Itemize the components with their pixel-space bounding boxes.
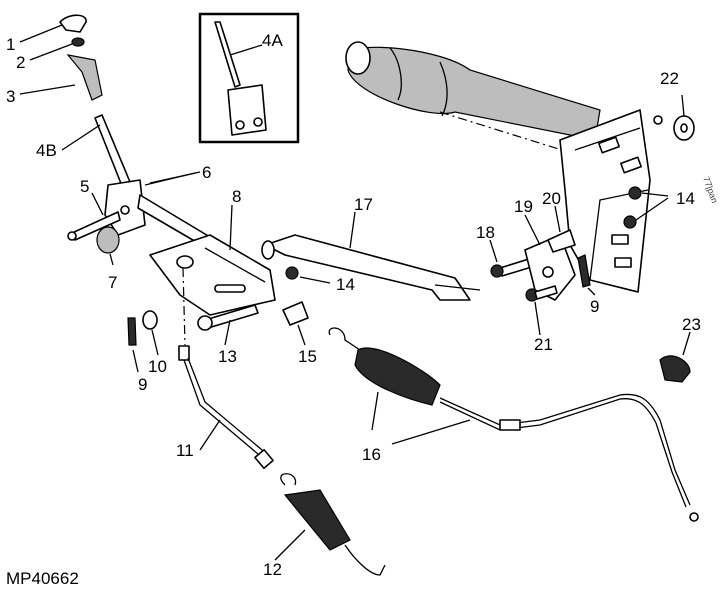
callout-13: 13: [218, 347, 237, 366]
spring-cable-16: [328, 327, 699, 522]
callout-15: 15: [298, 347, 317, 366]
bolt-5: [67, 211, 121, 241]
cable-clip-23: [659, 355, 691, 383]
callout-10: 10: [148, 357, 167, 376]
callout-21: 21: [534, 335, 553, 354]
callout-5: 5: [80, 177, 89, 196]
callout-6: 6: [202, 163, 211, 182]
catalog-number: MP40662: [6, 569, 79, 588]
pin-9-right: [577, 254, 591, 288]
lever-rod-4b: [94, 114, 131, 187]
callout-12: 12: [263, 560, 282, 579]
bracket-8: [149, 234, 276, 316]
callout-2: 2: [16, 53, 25, 72]
spring-12: [280, 473, 386, 576]
callout-8: 8: [232, 187, 241, 206]
callout-14-center: 14: [336, 275, 355, 294]
axle-tube: [345, 41, 601, 141]
bolt-18: [490, 257, 536, 278]
link-rod-11: [178, 267, 274, 470]
clip-15: [282, 301, 309, 326]
callout-23: 23: [682, 315, 701, 334]
callout-9-left: 9: [138, 375, 147, 394]
pin-20: [547, 229, 576, 253]
nut-14-upper: [628, 186, 642, 200]
rod-17: [261, 234, 481, 301]
bolt-21: [525, 285, 558, 302]
nut-14-center: [285, 266, 299, 280]
callout-3: 3: [6, 87, 15, 106]
handle-3: [66, 54, 103, 101]
callout-4b: 4B: [36, 141, 57, 160]
mounting-bracket: [559, 109, 663, 293]
bushing-7: [96, 226, 120, 254]
callout-22: 22: [660, 69, 679, 88]
lever-knob-1: [59, 14, 87, 33]
inset-4a-box: [198, 12, 300, 144]
pin-9-left: [127, 317, 137, 346]
callout-14-right: 14: [676, 189, 695, 208]
edge-note: 77|pan: [701, 175, 720, 204]
callout-20: 20: [542, 189, 561, 208]
callout-19: 19: [514, 197, 533, 216]
callout-labels: 1 2 3 4B 4A 5 6 7 8 9 10 9 11 12 13 14 1…: [6, 31, 701, 579]
washer-10: [142, 310, 158, 330]
callout-18: 18: [476, 223, 495, 242]
callout-4a: 4A: [262, 31, 283, 50]
callout-16: 16: [362, 445, 381, 464]
bolt-13: [197, 304, 259, 331]
callout-7: 7: [108, 273, 117, 292]
washer-22: [673, 115, 695, 141]
callout-1: 1: [6, 35, 15, 54]
callout-9-right: 9: [590, 297, 599, 316]
nut-14-lower: [623, 215, 637, 229]
axle-alignment-line: [439, 111, 611, 166]
callout-11: 11: [176, 441, 194, 460]
callout-17: 17: [354, 195, 373, 214]
spring-2: [71, 37, 85, 47]
